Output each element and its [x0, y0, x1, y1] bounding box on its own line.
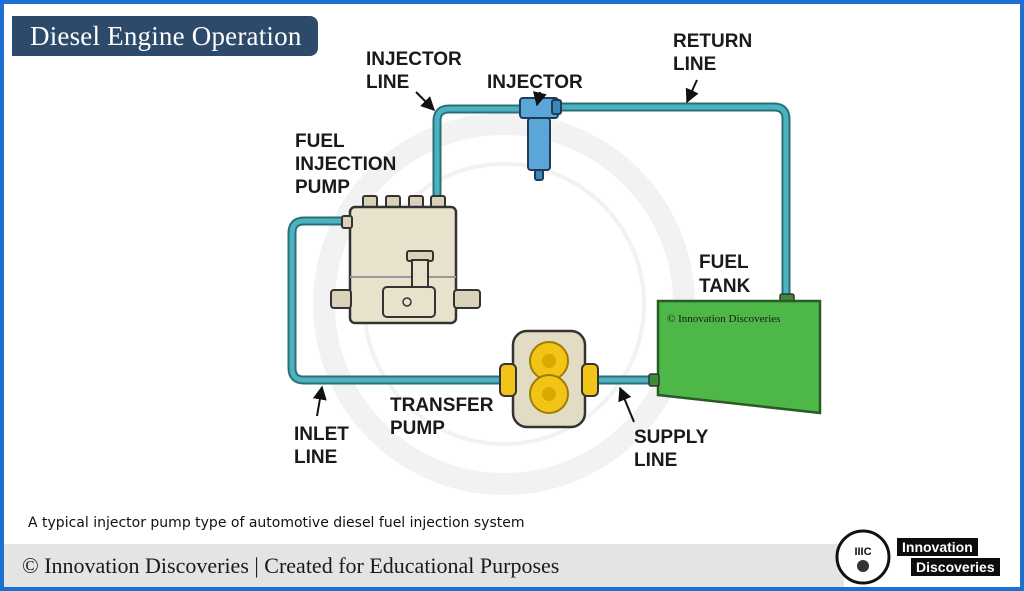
page-title: Diesel Engine Operation: [30, 20, 302, 51]
injector-component: [519, 97, 562, 181]
component-labels: INJECTOR LINE INJECTOR RETURN LINE FUEL …: [294, 31, 780, 471]
fuel-lines: [287, 102, 791, 385]
brand-line-1: Innovation: [897, 538, 978, 556]
svg-text:IIIC: IIIC: [854, 546, 871, 558]
brand-logo-icon: IIIC: [835, 529, 891, 585]
label-arrows: [312, 79, 699, 423]
title-banner: Diesel Engine Operation: [12, 16, 318, 56]
diagram-canvas: INJECTOR LINE INJECTOR RETURN LINE FUEL …: [287, 31, 822, 495]
footer-bar: © Innovation Discoveries | Created for E…: [4, 544, 844, 587]
footer-text: © Innovation Discoveries | Created for E…: [22, 553, 560, 578]
label-fuel-injection-pump: FUEL INJECTION PUMP: [295, 131, 402, 198]
label-injector: INJECTOR: [487, 72, 583, 93]
label-inlet-line: INLET LINE: [294, 424, 354, 468]
label-transfer-pump: TRANSFER PUMP: [390, 395, 499, 439]
label-fuel-tank: FUEL TANK: [699, 252, 754, 297]
diagram-caption: A typical injector pump type of automoti…: [28, 515, 525, 531]
transfer-pump-component: [499, 329, 599, 429]
tank-watermark-text: © Innovation Discoveries: [667, 313, 780, 325]
label-supply-line: SUPPLY LINE: [634, 427, 713, 471]
fuel-injection-pump-component: [330, 195, 481, 325]
label-return-line: RETURN LINE: [673, 31, 757, 75]
brand-line-2: Discoveries: [911, 558, 1000, 576]
brand-badge: Innovation Discoveries: [897, 538, 1007, 578]
fuel-tank-component: [648, 293, 822, 415]
label-injector-line: INJECTOR LINE: [366, 49, 467, 93]
